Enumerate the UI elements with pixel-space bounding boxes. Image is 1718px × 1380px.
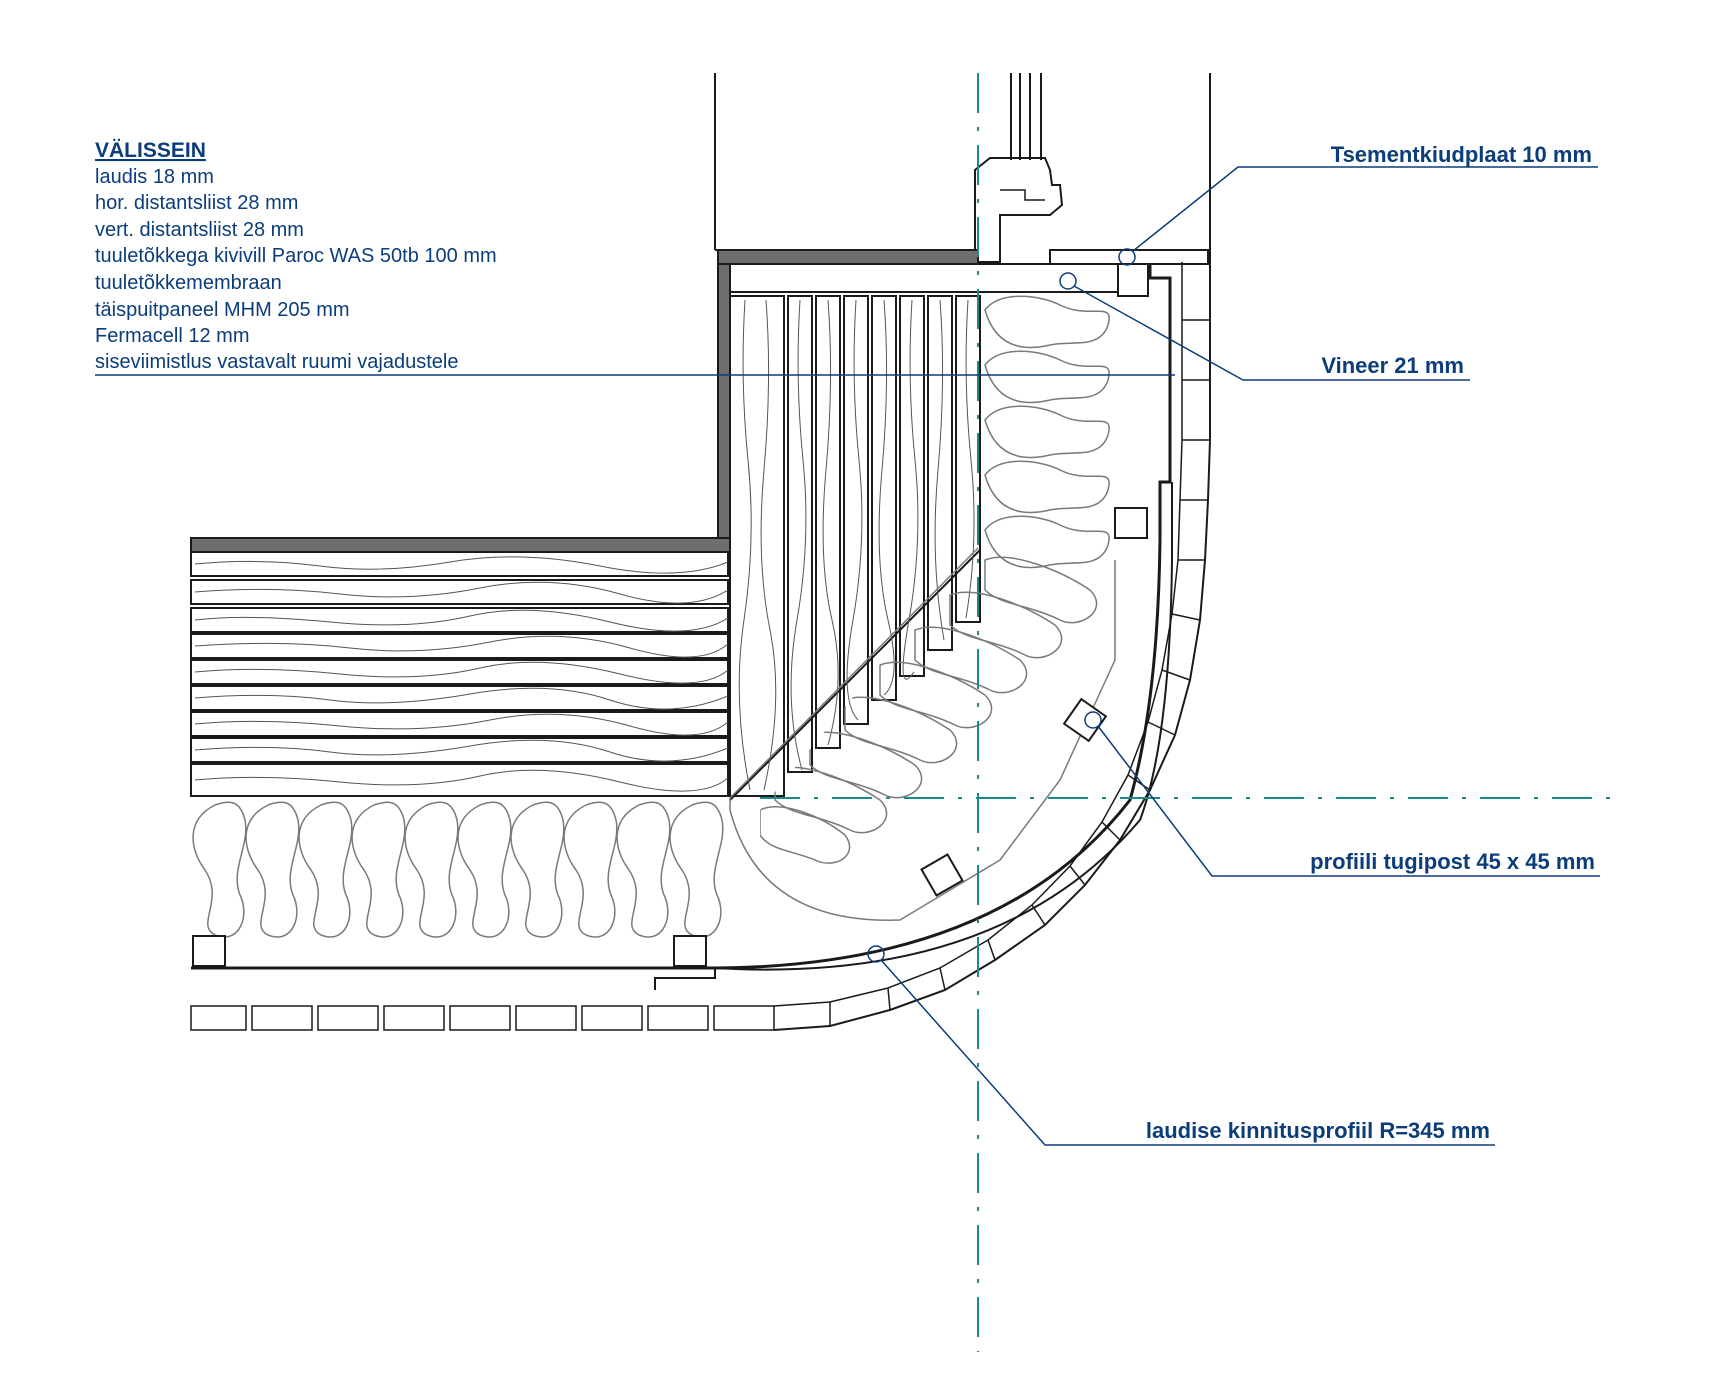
wall-layers-legend: VÄLISSEIN laudis 18 mm hor. distantsliis…: [95, 139, 497, 373]
callout-cement-board: Tsementkiudplaat 10 mm: [1331, 142, 1592, 167]
fermacell-strip-vertical: [717, 263, 731, 541]
wall-layer-1: laudis 18 mm: [95, 166, 214, 188]
leader-support-post: [1097, 725, 1600, 877]
insulation-horizontal: [192, 801, 724, 938]
window-frame-profile-inner: [1000, 189, 1045, 201]
wall-layer-2: hor. distantsliist 28 mm: [95, 192, 298, 214]
wood-grain-horizontal: [194, 556, 728, 792]
structural-section: [190, 73, 1211, 1031]
leader-lines: [95, 166, 1600, 1146]
insulation-diagonal: [760, 556, 1098, 864]
cladding-joints-curved: [829, 319, 1210, 1026]
window-frame-profile: [974, 157, 1064, 263]
leader-marker-plywood: [1059, 272, 1077, 290]
wall-layer-7: Fermacell 12 mm: [95, 325, 249, 347]
leader-cladding-profile: [880, 959, 1495, 1146]
leader-marker-cladding-profile: [867, 945, 885, 963]
cladding-boards-horizontal: [190, 1005, 775, 1031]
callout-support-post: profiili tugipost 45 x 45 mm: [1310, 849, 1595, 874]
mhm-panel-horizontal: [190, 551, 729, 797]
wall-layer-6: täispuitpaneel MHM 205 mm: [95, 299, 350, 321]
leader-plywood: [1073, 285, 1470, 381]
wall-layer-4: tuuletõkkega kivivill Paroc WAS 50tb 100…: [95, 245, 497, 267]
insulation-vertical: [984, 295, 1110, 569]
wall-layer-3: vert. distantsliist 28 mm: [95, 219, 304, 241]
wind-membrane: [191, 264, 1172, 970]
fermacell-strip-horizontal: [190, 537, 731, 553]
insulation-diagonal-outline: [729, 547, 1116, 921]
cement-board: [1049, 249, 1209, 265]
plywood-plate: [729, 263, 1119, 293]
callout-cladding-profile: laudise kinnitusprofiil R=345 mm: [1146, 1118, 1490, 1143]
cladding-boards-curved-inner: [773, 262, 1183, 1007]
wall-layers-title: VÄLISSEIN: [95, 139, 206, 162]
window-glazing: [1010, 73, 1042, 160]
cladding-boards-curved: [773, 262, 1211, 1031]
cladding-fixing-profile: [654, 482, 1173, 990]
callout-plywood: Vineer 21 mm: [1321, 353, 1464, 378]
leader-marker-support-post: [1084, 711, 1102, 729]
fermacell-strip-top: [717, 249, 979, 265]
leader-cement-board: [1132, 166, 1598, 252]
mhm-panel-vertical: [729, 295, 981, 797]
leader-marker-cement-board: [1118, 248, 1136, 266]
wall-layer-8: siseviimistlus vastavalt ruumi vajaduste…: [95, 351, 458, 373]
wall-layer-5: tuuletõkkemembraan: [95, 272, 282, 294]
wind-barrier-membrane-diagonal: [729, 549, 981, 801]
centerlines: [760, 73, 1610, 1352]
support-posts: [192, 263, 1149, 967]
